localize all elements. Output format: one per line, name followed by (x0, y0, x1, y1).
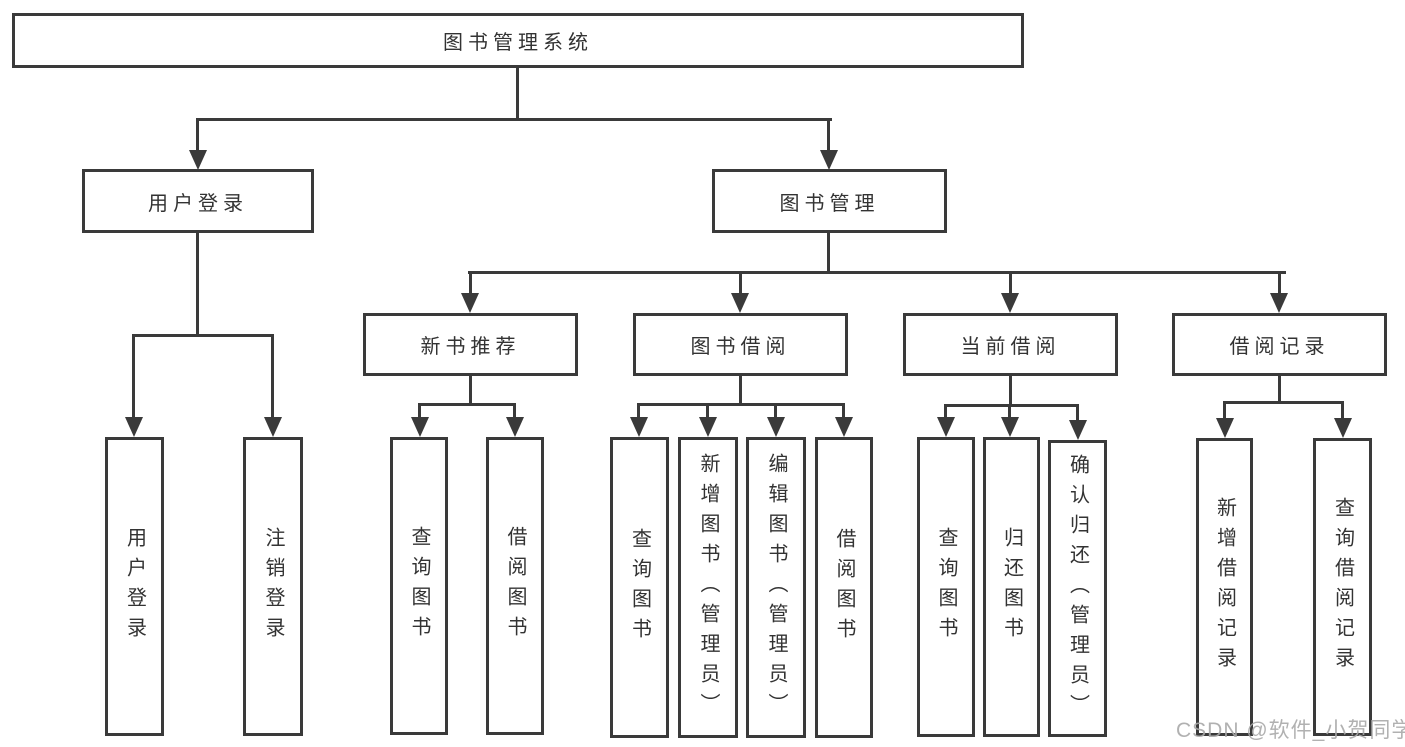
arrowhead-down-icon (731, 293, 749, 313)
connector-line (1278, 271, 1281, 297)
node-user-login-label: 用户登录 (148, 192, 248, 215)
arrowhead-down-icon (1001, 293, 1019, 313)
arrowhead-down-icon (1068, 420, 1087, 440)
arrowhead-down-icon (1215, 418, 1234, 438)
connector-line (418, 403, 516, 406)
connector-line (1223, 401, 1344, 404)
arrowhead-down-icon (124, 417, 143, 437)
arrowhead-down-icon (461, 293, 479, 313)
connector-line (516, 68, 519, 120)
leaf-user-login: 用户登录 (105, 437, 164, 736)
node-root-label: 图书管理系统 (443, 32, 593, 54)
node-book-borrow: 图书借阅 (633, 313, 848, 376)
node-new-book-recommend: 新书推荐 (363, 313, 578, 376)
connector-line (1278, 376, 1281, 403)
arrowhead-down-icon (505, 417, 524, 437)
arrowhead-down-icon (1000, 417, 1019, 437)
connector-line (196, 118, 199, 152)
arrowhead-down-icon (936, 417, 955, 437)
leaf-query-book-current: 查询图书 (917, 437, 975, 737)
connector-line (468, 271, 1286, 274)
arrowhead-down-icon (629, 417, 648, 437)
arrowhead-down-icon (834, 417, 853, 437)
connector-line (739, 376, 742, 405)
leaf-query-borrow-record: 查询借阅记录 (1313, 438, 1372, 736)
connector-line (271, 334, 274, 420)
arrowhead-down-icon (263, 417, 282, 437)
connector-line (1341, 401, 1344, 421)
connector-line (1009, 271, 1012, 297)
node-book-management-label: 图书管理 (779, 192, 880, 215)
connector-line (944, 404, 947, 420)
arrowhead-down-icon (819, 150, 838, 170)
connector-line (1008, 404, 1011, 420)
node-book-management: 图书管理 (712, 169, 947, 233)
leaf-add-book-admin: 新增图书（管理员） (678, 437, 738, 738)
connector-line (637, 403, 640, 421)
arrowhead-down-icon (766, 417, 785, 437)
connector-line (827, 118, 830, 152)
leaf-borrow-book: 借阅图书 (815, 437, 873, 738)
connector-line (637, 403, 845, 406)
node-borrow-record-label: 借阅记录 (1229, 336, 1330, 358)
arrowhead-down-icon (410, 417, 429, 437)
node-book-borrow-label: 图书借阅 (690, 336, 791, 358)
arrowhead-down-icon (1270, 293, 1288, 313)
connector-line (842, 403, 845, 421)
connector-line (706, 403, 709, 421)
connector-line (739, 271, 742, 297)
node-user-login: 用户登录 (82, 169, 314, 233)
node-new-book-recommend-label: 新书推荐 (420, 336, 521, 358)
connector-line (827, 232, 830, 274)
arrowhead-down-icon (1333, 418, 1352, 438)
connector-line (513, 403, 516, 421)
csdn-watermark: CSDN @软件_小贺同学 (1176, 719, 1405, 742)
arrowhead-down-icon (698, 417, 717, 437)
leaf-query-book-borrow: 查询图书 (610, 437, 669, 738)
connector-line (1223, 401, 1226, 421)
node-borrow-record: 借阅记录 (1172, 313, 1387, 376)
leaf-query-book-recommend: 查询图书 (390, 437, 448, 735)
leaf-add-borrow-record: 新增借阅记录 (1196, 438, 1253, 736)
leaf-logout: 注销登录 (243, 437, 303, 736)
node-root: 图书管理系统 (12, 13, 1024, 68)
connector-line (132, 334, 135, 420)
connector-line (774, 403, 777, 421)
connector-line (132, 334, 274, 337)
arrowhead-down-icon (188, 150, 207, 170)
connector-line (1009, 376, 1012, 406)
connector-line (196, 232, 199, 336)
connector-line (944, 404, 1078, 407)
connector-line (469, 271, 472, 297)
connector-line (1076, 404, 1079, 422)
leaf-confirm-return-admin: 确认归还（管理员） (1048, 440, 1107, 737)
node-current-borrow-label: 当前借阅 (960, 336, 1061, 358)
connector-line (469, 376, 472, 405)
leaf-borrow-book-recommend: 借阅图书 (486, 437, 544, 735)
leaf-return-book: 归还图书 (983, 437, 1040, 737)
leaf-edit-book-admin: 编辑图书（管理员） (746, 437, 806, 738)
node-current-borrow: 当前借阅 (903, 313, 1118, 376)
connector-line (418, 403, 421, 421)
connector-line (196, 118, 832, 121)
